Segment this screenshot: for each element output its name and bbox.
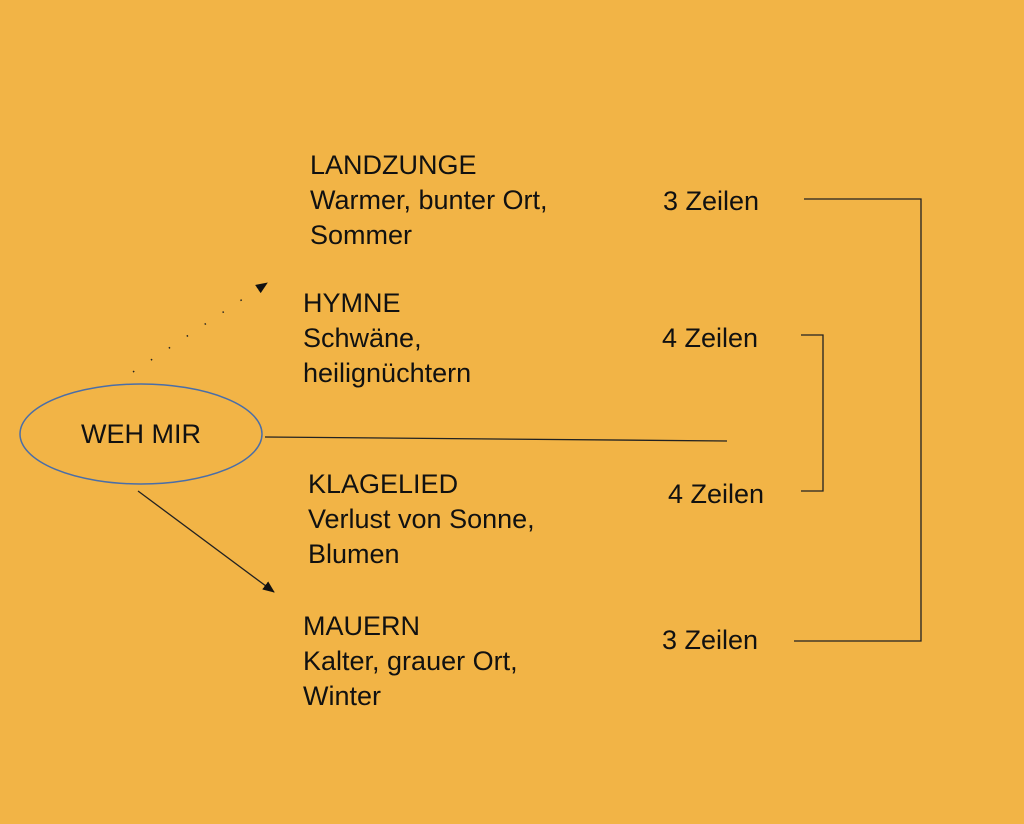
section-heading: LANDZUNGE	[310, 150, 477, 180]
section-description-line: Warmer, bunter Ort,	[310, 185, 548, 215]
dotted-arrow-to-landzunge	[132, 282, 268, 373]
section-hymne: HYMNE Schwäne, heilignüchtern	[303, 286, 471, 391]
center-ellipse	[19, 383, 263, 485]
section-mauern: MAUERN Kalter, grauer Ort, Winter	[303, 609, 518, 714]
section-heading: HYMNE	[303, 288, 401, 318]
inner-bracket	[801, 334, 824, 492]
line-count-landzunge: 3 Zeilen	[663, 186, 760, 216]
line-count-mauern: 3 Zeilen	[662, 625, 759, 655]
section-description-line: Schwäne,	[303, 323, 422, 353]
section-klagelied: KLAGELIED Verlust von Sonne, Blumen	[308, 467, 535, 572]
outer-bracket	[794, 198, 922, 642]
center-label: WEH MIR	[81, 418, 201, 449]
line-count-klagelied: 4 Zeilen	[668, 479, 765, 509]
section-landzunge: LANDZUNGE Warmer, bunter Ort, Sommer	[310, 148, 548, 253]
section-heading: KLAGELIED	[308, 469, 459, 499]
arrow-to-mauern	[137, 490, 275, 593]
line-count-hymne: 4 Zeilen	[662, 323, 759, 353]
center-divider-line	[264, 436, 728, 442]
section-description-line: Winter	[303, 681, 382, 711]
section-description-line: Kalter, grauer Ort,	[303, 646, 518, 676]
section-heading: MAUERN	[303, 611, 421, 641]
section-description-line: Sommer	[310, 220, 413, 250]
section-description-line: Blumen	[308, 539, 400, 569]
section-description-line: heilignüchtern	[303, 358, 472, 388]
section-description-line: Verlust von Sonne,	[308, 504, 535, 534]
